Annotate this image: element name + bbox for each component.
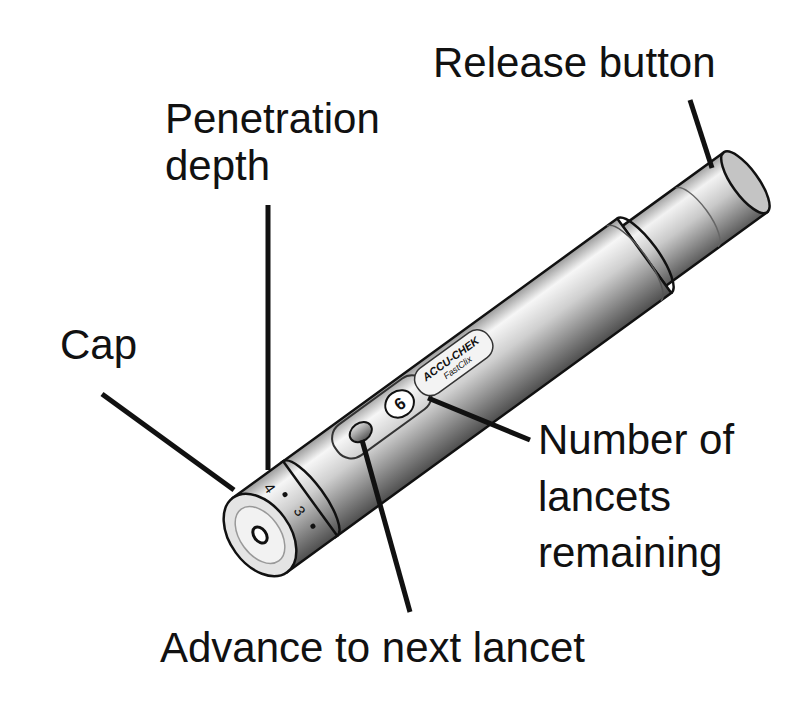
leader-line [690, 100, 712, 168]
lancing-device [209, 137, 783, 589]
body-ring [607, 218, 672, 301]
leader-line [102, 394, 234, 490]
body-end-edge [617, 210, 682, 293]
cap-face-ring [225, 497, 295, 572]
button-end [713, 145, 778, 220]
depth-dot [309, 523, 316, 530]
leader-line [428, 398, 530, 440]
cap-seam [283, 453, 348, 536]
part-label: Number of lancets remaining [538, 412, 778, 582]
lancet-opening [250, 524, 270, 546]
cap-face [209, 480, 312, 590]
leader-line [266, 205, 271, 470]
part-label: Release button [433, 40, 773, 86]
part-label: Penetration depth [165, 95, 415, 189]
part-label: Cap [60, 322, 180, 368]
part-label: Advance to next lancet [160, 625, 780, 671]
brand-badge [409, 324, 498, 401]
counter-window [380, 385, 420, 424]
depth-dot [282, 491, 289, 498]
leader-line [362, 440, 410, 612]
button-seam [676, 181, 728, 246]
